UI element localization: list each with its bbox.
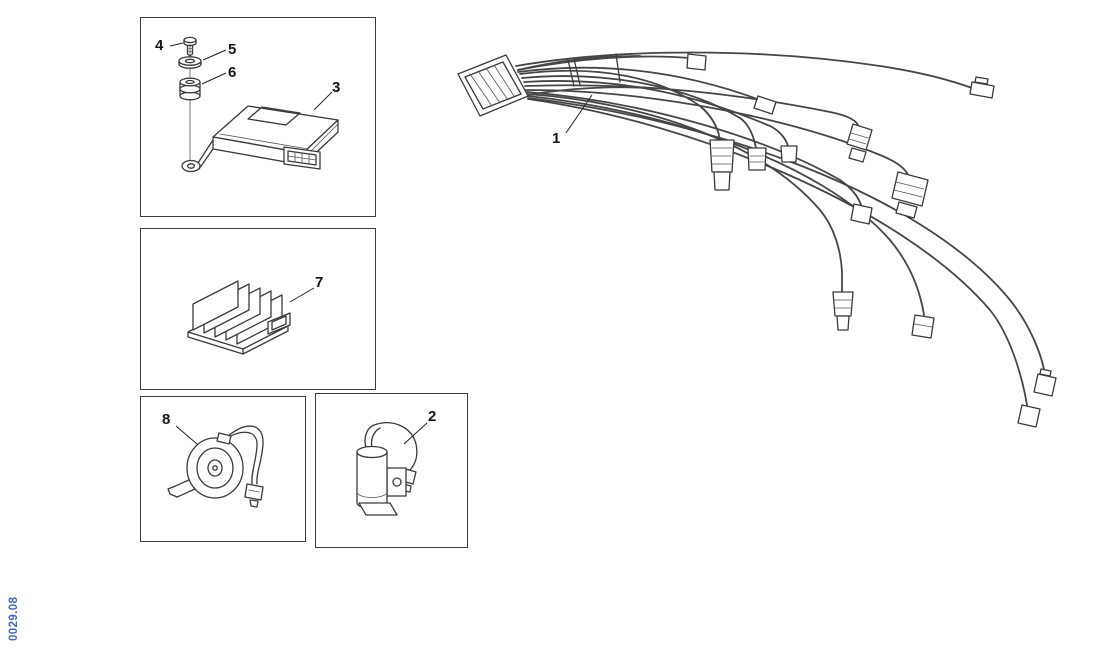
document-code: 0029.08: [8, 596, 20, 641]
panel-ecu-assembly: [140, 17, 376, 217]
panel-solenoid: [315, 393, 468, 548]
part-label-solenoid: 2: [428, 408, 437, 425]
part-label-harness: 1: [552, 130, 561, 147]
part-label-screw: 4: [155, 37, 164, 54]
part-label-horn: 8: [162, 411, 171, 428]
part-label-washer: 5: [228, 41, 237, 58]
wiring-harness-drawing: [457, 51, 1057, 428]
part-label-ecu: 3: [332, 79, 341, 96]
harness-connectors: [686, 53, 1057, 428]
panel-horn: [140, 396, 306, 542]
panel-regulator: [140, 228, 376, 390]
part-label-grommet: 6: [228, 64, 237, 81]
part-label-regulator: 7: [315, 274, 324, 291]
